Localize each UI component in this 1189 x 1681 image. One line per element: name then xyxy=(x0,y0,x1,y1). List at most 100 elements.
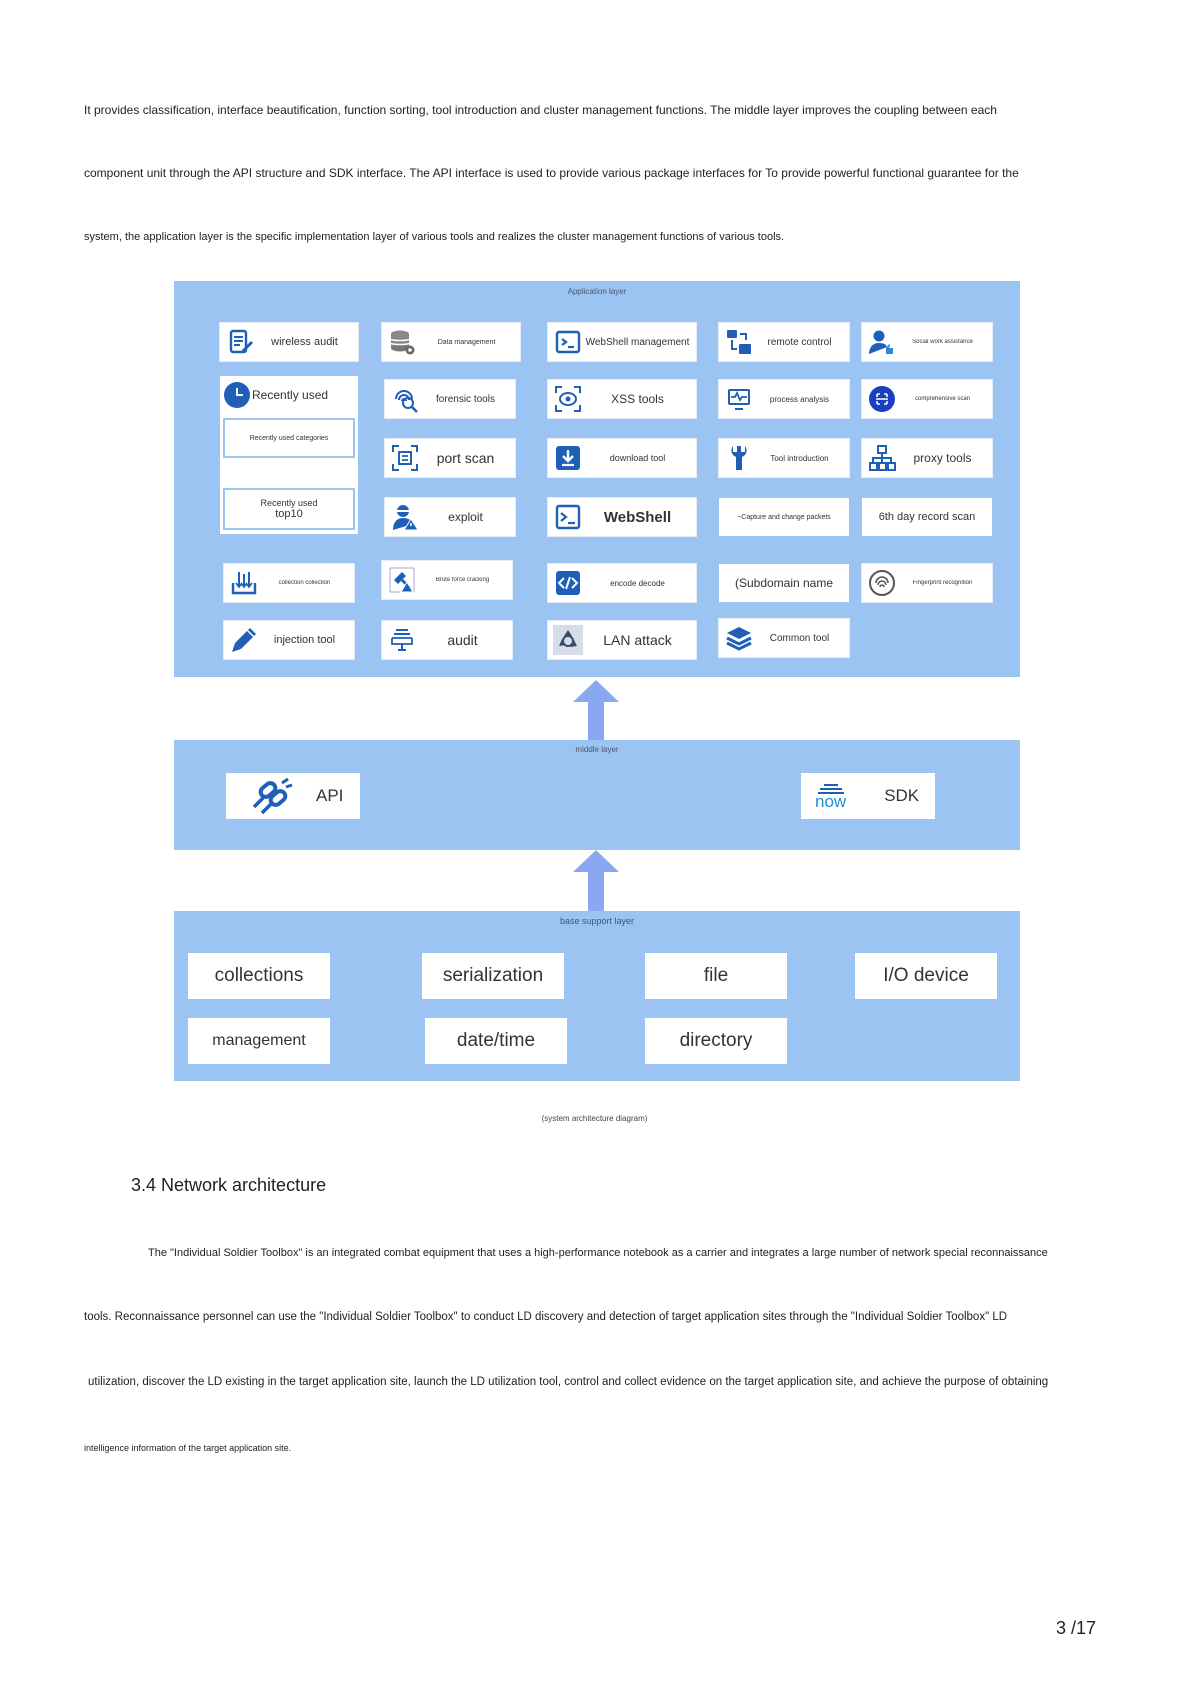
api-label: API xyxy=(316,786,344,805)
base-layer-title: base support layer xyxy=(559,916,635,926)
tool-label: audit xyxy=(447,632,478,648)
tool-lan-attack: LAN attack xyxy=(548,621,696,659)
tool-label: WebShell management xyxy=(585,336,690,348)
tool-fingerprint: Fingerprint recognition xyxy=(862,564,992,602)
link-chain-icon xyxy=(246,776,296,816)
user-thumbs-up-icon xyxy=(867,327,897,357)
sdk-now-label: now xyxy=(815,792,847,811)
hacker-warning-icon xyxy=(390,502,420,532)
tool-label: injection tool xyxy=(273,634,336,646)
section-heading: 3.4 Network architecture xyxy=(131,1175,327,1195)
sdk-box: now SDK xyxy=(801,773,935,819)
recently-used-categories[interactable]: Recently used categories xyxy=(223,418,355,458)
recently-used-categories-label: Recently used categories xyxy=(249,434,329,442)
tool-label: Brute force cracking xyxy=(435,577,490,583)
tool-label: download tool xyxy=(609,453,666,463)
tool-proxy-tools: proxy tools xyxy=(862,439,992,477)
intro-line-3: system, the application layer is the spe… xyxy=(84,231,785,243)
tool-data-management: Data management xyxy=(382,323,520,361)
base-item-collections: collections xyxy=(188,953,330,999)
middle-layer-title: middle layer xyxy=(575,745,619,754)
recently-used-panel: Recently used Recently used categories R… xyxy=(220,376,358,534)
intro-line-2: component unit through the API structure… xyxy=(84,166,1019,180)
tool-audit: audit xyxy=(382,621,512,659)
network-tree-icon xyxy=(867,443,897,473)
tool-webshell-management: WebShell management xyxy=(548,323,696,361)
tool-encode-decode: encode decode xyxy=(548,564,696,602)
recently-used-label: Recently used xyxy=(252,388,329,402)
tool-comprehensive-scan: comprehensive scan xyxy=(862,380,992,418)
terminal-icon xyxy=(553,327,583,357)
target-eye-icon xyxy=(553,384,583,414)
tool-label: exploit xyxy=(448,510,483,524)
base-item-date-time: date/time xyxy=(425,1018,567,1064)
up-arrow-icon xyxy=(573,680,619,742)
sdk-label: SDK xyxy=(884,786,920,805)
tool-label: collection collection xyxy=(278,580,331,586)
document-edit-icon xyxy=(225,327,255,357)
recycle-network-icon xyxy=(553,625,583,655)
tool-capture-packets: ~Capture and change packets xyxy=(719,498,849,536)
up-arrow-icon xyxy=(573,850,619,912)
page-total: /17 xyxy=(1071,1618,1097,1638)
syringe-icon xyxy=(229,625,259,655)
base-item-management: management xyxy=(188,1018,330,1064)
tool-introduction: Tool introduction xyxy=(719,439,849,477)
diagram-caption: (system architecture diagram) xyxy=(541,1114,648,1123)
application-layer: Application layer wireless audit Data ma… xyxy=(174,281,1020,677)
download-icon xyxy=(553,443,583,473)
tool-injection: injection tool xyxy=(224,621,354,659)
page-current: 3 xyxy=(1056,1618,1067,1638)
fingerprint-badge-icon xyxy=(867,568,897,598)
api-box: API xyxy=(226,773,360,819)
tool-label: Common tool xyxy=(769,632,830,644)
section-line-1: The "Individual Soldier Toolbox" is an i… xyxy=(148,1247,1048,1259)
tool-webshell: WebShell xyxy=(548,498,696,536)
section-line-2: tools. Reconnaissance personnel can use … xyxy=(84,1311,1008,1323)
tool-label: WebShell xyxy=(603,508,672,526)
wrench-icon xyxy=(724,443,754,473)
clock-icon xyxy=(224,382,250,408)
tool-label: Tool introduction xyxy=(770,453,829,463)
tool-label: process analysis xyxy=(769,394,830,404)
tool-label: port scan xyxy=(436,450,495,466)
sdk-now-icon: now xyxy=(815,782,846,810)
tool-label: (Subdomain name xyxy=(734,576,834,590)
fingerprint-magnifier-icon xyxy=(390,384,420,414)
tool-label: XSS tools xyxy=(611,392,664,406)
tool-label: ~Capture and change packets xyxy=(737,513,831,521)
tool-xss-tools: XSS tools xyxy=(548,380,696,418)
section-line-4: intelligence information of the target a… xyxy=(84,1443,292,1453)
tool-process-analysis: process analysis xyxy=(719,380,849,418)
monitor-pulse-icon xyxy=(724,384,754,414)
tool-label: LAN attack xyxy=(603,632,672,648)
tool-label: 6th day record scan xyxy=(878,511,976,523)
tool-download-tool: download tool xyxy=(548,439,696,477)
tool-remote-control: remote control xyxy=(719,323,849,361)
tool-label: proxy tools xyxy=(913,451,972,465)
recently-used-header[interactable]: Recently used xyxy=(224,380,354,410)
tool-label: forensic tools xyxy=(436,393,495,405)
tool-record-scan: 6th day record scan xyxy=(862,498,992,536)
tool-label: Social work assistance xyxy=(912,339,973,345)
tool-label: wireless audit xyxy=(271,336,338,348)
audit-stack-icon xyxy=(387,625,417,655)
scan-circle-icon xyxy=(867,384,897,414)
application-layer-title: Application layer xyxy=(567,287,627,296)
tool-label: Fingerprint recognition xyxy=(912,580,973,586)
tool-label: remote control xyxy=(767,336,832,348)
tool-exploit: exploit xyxy=(385,498,515,536)
collection-arrows-icon xyxy=(229,568,259,598)
base-item-io-device: I/O device xyxy=(855,953,997,999)
base-item-file: file xyxy=(645,953,787,999)
tool-label: comprehensive scan xyxy=(914,396,971,402)
base-item-directory: directory xyxy=(645,1018,787,1064)
intro-line-1: It provides classification, interface be… xyxy=(84,103,997,117)
tool-forensic-tools: forensic tools xyxy=(385,380,515,418)
recently-used-top10[interactable]: Recently used top10 xyxy=(223,488,355,530)
page-number: 3 /17 xyxy=(1056,1618,1096,1639)
hammer-warning-icon xyxy=(387,565,417,595)
tool-label: Data management xyxy=(437,338,496,346)
tool-social-work-assistance: Social work assistance xyxy=(862,323,992,361)
section-line-3: utilization, discover the LD existing in… xyxy=(88,1376,1049,1388)
